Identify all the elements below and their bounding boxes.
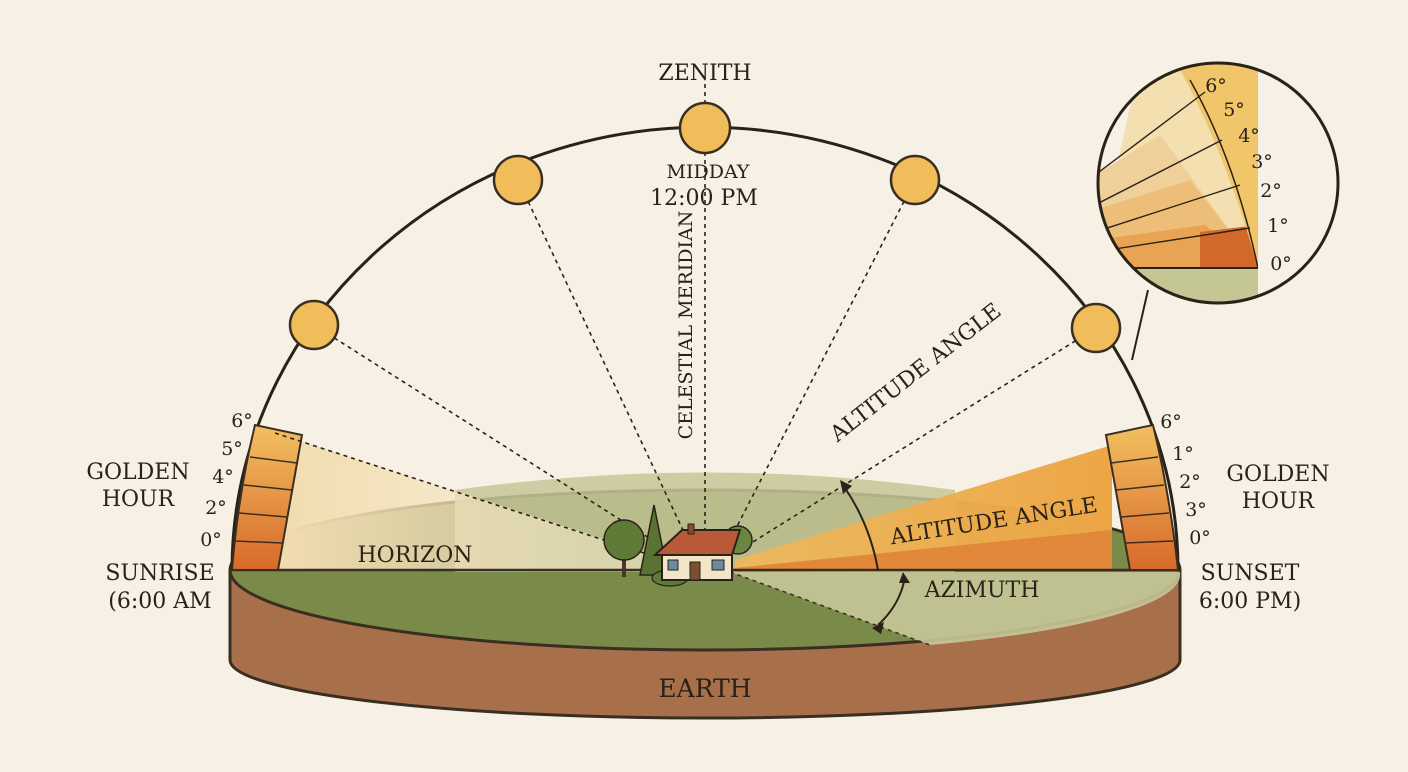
inset-tick: 4° (1238, 125, 1260, 147)
label-azimuth: AZIMUTH (924, 578, 1040, 603)
ray-sunrise (274, 432, 651, 556)
inset-tick: 3° (1251, 151, 1273, 173)
inset-magnifier (1098, 63, 1338, 303)
right-tick: 3° (1185, 499, 1207, 521)
altitude-arrow (844, 487, 879, 571)
label-midday-time: 12:00 PM (650, 186, 758, 211)
label-golden-hour-right-1: GOLDEN (1226, 462, 1329, 487)
altitude-arrowhead (840, 480, 852, 494)
label-sunrise-1: SUNRISE (105, 561, 214, 586)
tree-round (603, 519, 645, 561)
golden-band-right (1104, 423, 1180, 571)
house-roof (652, 529, 742, 556)
azimuth-line (729, 571, 931, 646)
house-scene (603, 504, 753, 587)
label-horizon: HORIZON (357, 543, 472, 568)
sun-afternoon-high (889, 154, 941, 206)
inset-degree-scale: 6° 5° 4° 3° 2° 1° 0° (1205, 75, 1292, 275)
sun-morning-high (492, 154, 544, 206)
label-golden-hour-right-2: HOUR (1242, 489, 1316, 514)
ray-afternoon-high (729, 179, 916, 541)
right-tick: 1° (1172, 443, 1194, 465)
inset-frame (1096, 61, 1340, 305)
inset-pointer (1131, 289, 1149, 361)
label-sunset-1: SUNSET (1201, 561, 1300, 586)
right-tick: 2° (1179, 471, 1201, 493)
label-golden-hour-left-1: GOLDEN (86, 460, 189, 485)
label-altitude-angle-sky: ALTITUDE ANGLE (825, 299, 1006, 448)
left-tick: 0° (200, 529, 222, 551)
left-degree-scale: 6° 5° 4° 2° 0° (200, 410, 253, 551)
inset-tick: 0° (1270, 253, 1292, 275)
right-tick: 6° (1160, 411, 1182, 433)
left-tick: 4° (212, 466, 234, 488)
label-earth: EARTH (658, 674, 751, 703)
left-tick: 5° (221, 438, 243, 460)
sunset-beam-low (735, 530, 1112, 572)
inset-tick: 6° (1205, 75, 1227, 97)
sun-positions (288, 101, 1122, 354)
azimuth-arrowhead-top (899, 572, 910, 583)
right-tick: 0° (1189, 527, 1211, 549)
left-tick: 6° (231, 410, 253, 432)
label-midday: MIDDAY (667, 161, 750, 183)
azimuth-arrowhead-bottom (872, 622, 884, 634)
right-degree-scale: 6° 1° 2° 3° 0° (1160, 411, 1211, 549)
label-sunrise-2: (6:00 AM (108, 589, 211, 614)
inset-tick: 5° (1223, 99, 1245, 121)
label-zenith: ZENITH (658, 61, 751, 86)
label-golden-hour-left-2: HOUR (102, 487, 176, 512)
inset-tick: 2° (1260, 180, 1282, 202)
sun-afternoon-low (1070, 302, 1122, 354)
golden-band-left (230, 423, 304, 571)
sun-rays (274, 80, 1097, 556)
sunrise-beam (275, 433, 700, 570)
sun-midday (678, 101, 732, 155)
label-sunset-2: 6:00 PM) (1199, 589, 1301, 614)
ray-morning-high (517, 179, 691, 546)
azimuth-sector (730, 572, 1181, 645)
ray-afternoon-low (739, 327, 1097, 551)
left-tick: 2° (205, 497, 227, 519)
inset-tick: 1° (1267, 215, 1289, 237)
label-celestial-meridian: CELESTIAL MERIDIAN (675, 211, 697, 440)
sun-morning-low (288, 299, 340, 351)
